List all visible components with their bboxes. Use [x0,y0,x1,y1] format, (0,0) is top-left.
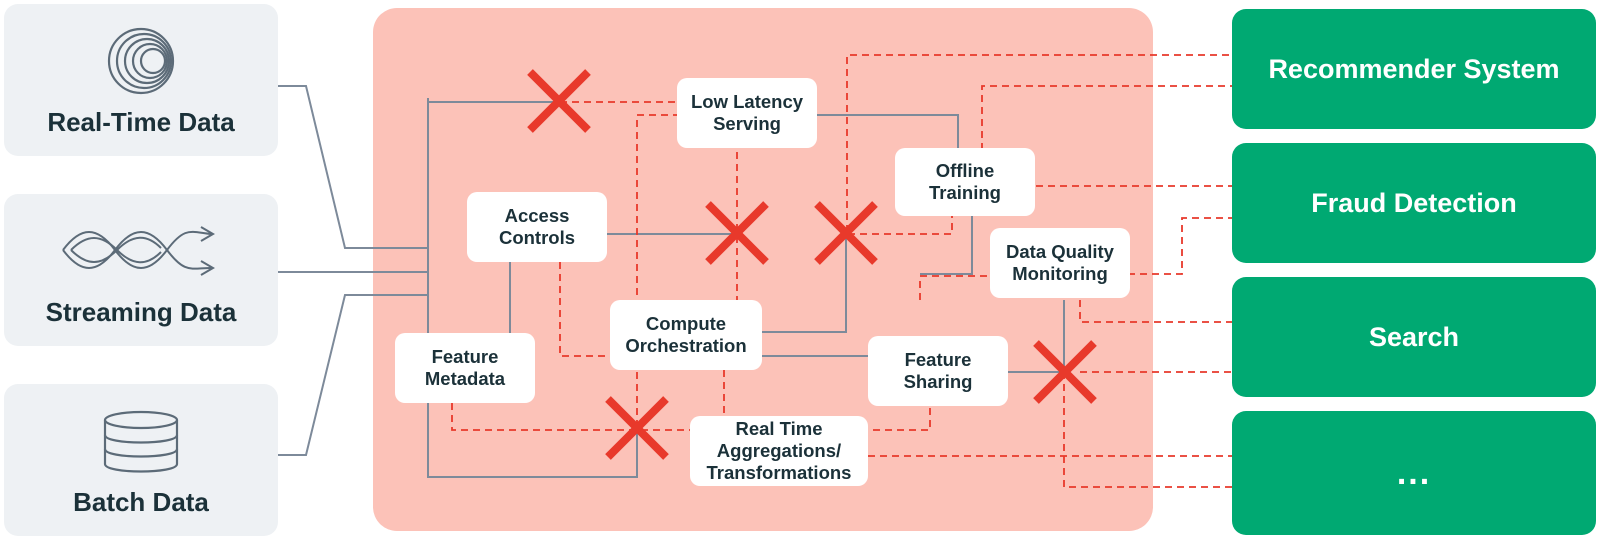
source-label: Batch Data [73,487,209,517]
node-feature-metadata: Feature Metadata [395,333,535,403]
ellipsis-label: ... [1396,453,1432,492]
streaming-waves-icon [61,222,221,285]
cross-icon [1033,340,1097,404]
source-real-time-data: Real-Time Data [4,4,278,156]
node-low-latency-serving: Low Latency Serving [677,78,817,148]
node-compute-orchestration: Compute Orchestration [610,300,762,370]
node-access-controls: Access Controls [467,192,607,262]
node-real-time-aggregations: Real Time Aggregations/ Transformations [690,416,868,486]
node-offline-training: Offline Training [895,148,1035,216]
database-icon [101,410,181,481]
solid-connections [278,85,1065,478]
dashed-connections [451,54,1232,488]
destination-search: Search [1232,277,1596,397]
spiral-rings-icon [106,26,176,103]
cross-icon [705,201,769,265]
destination-more: ... [1232,411,1596,535]
destination-fraud-detection: Fraud Detection [1232,143,1596,263]
source-streaming-data: Streaming Data [4,194,278,346]
source-label: Real-Time Data [47,107,235,137]
cross-icon [814,201,878,265]
destination-recommender-system: Recommender System [1232,9,1596,129]
node-feature-sharing: Feature Sharing [868,336,1008,406]
cross-icon [605,396,669,460]
node-data-quality-monitoring: Data Quality Monitoring [990,228,1130,298]
source-batch-data: Batch Data [4,384,278,536]
source-label: Streaming Data [45,297,237,327]
cross-icon [527,69,591,133]
